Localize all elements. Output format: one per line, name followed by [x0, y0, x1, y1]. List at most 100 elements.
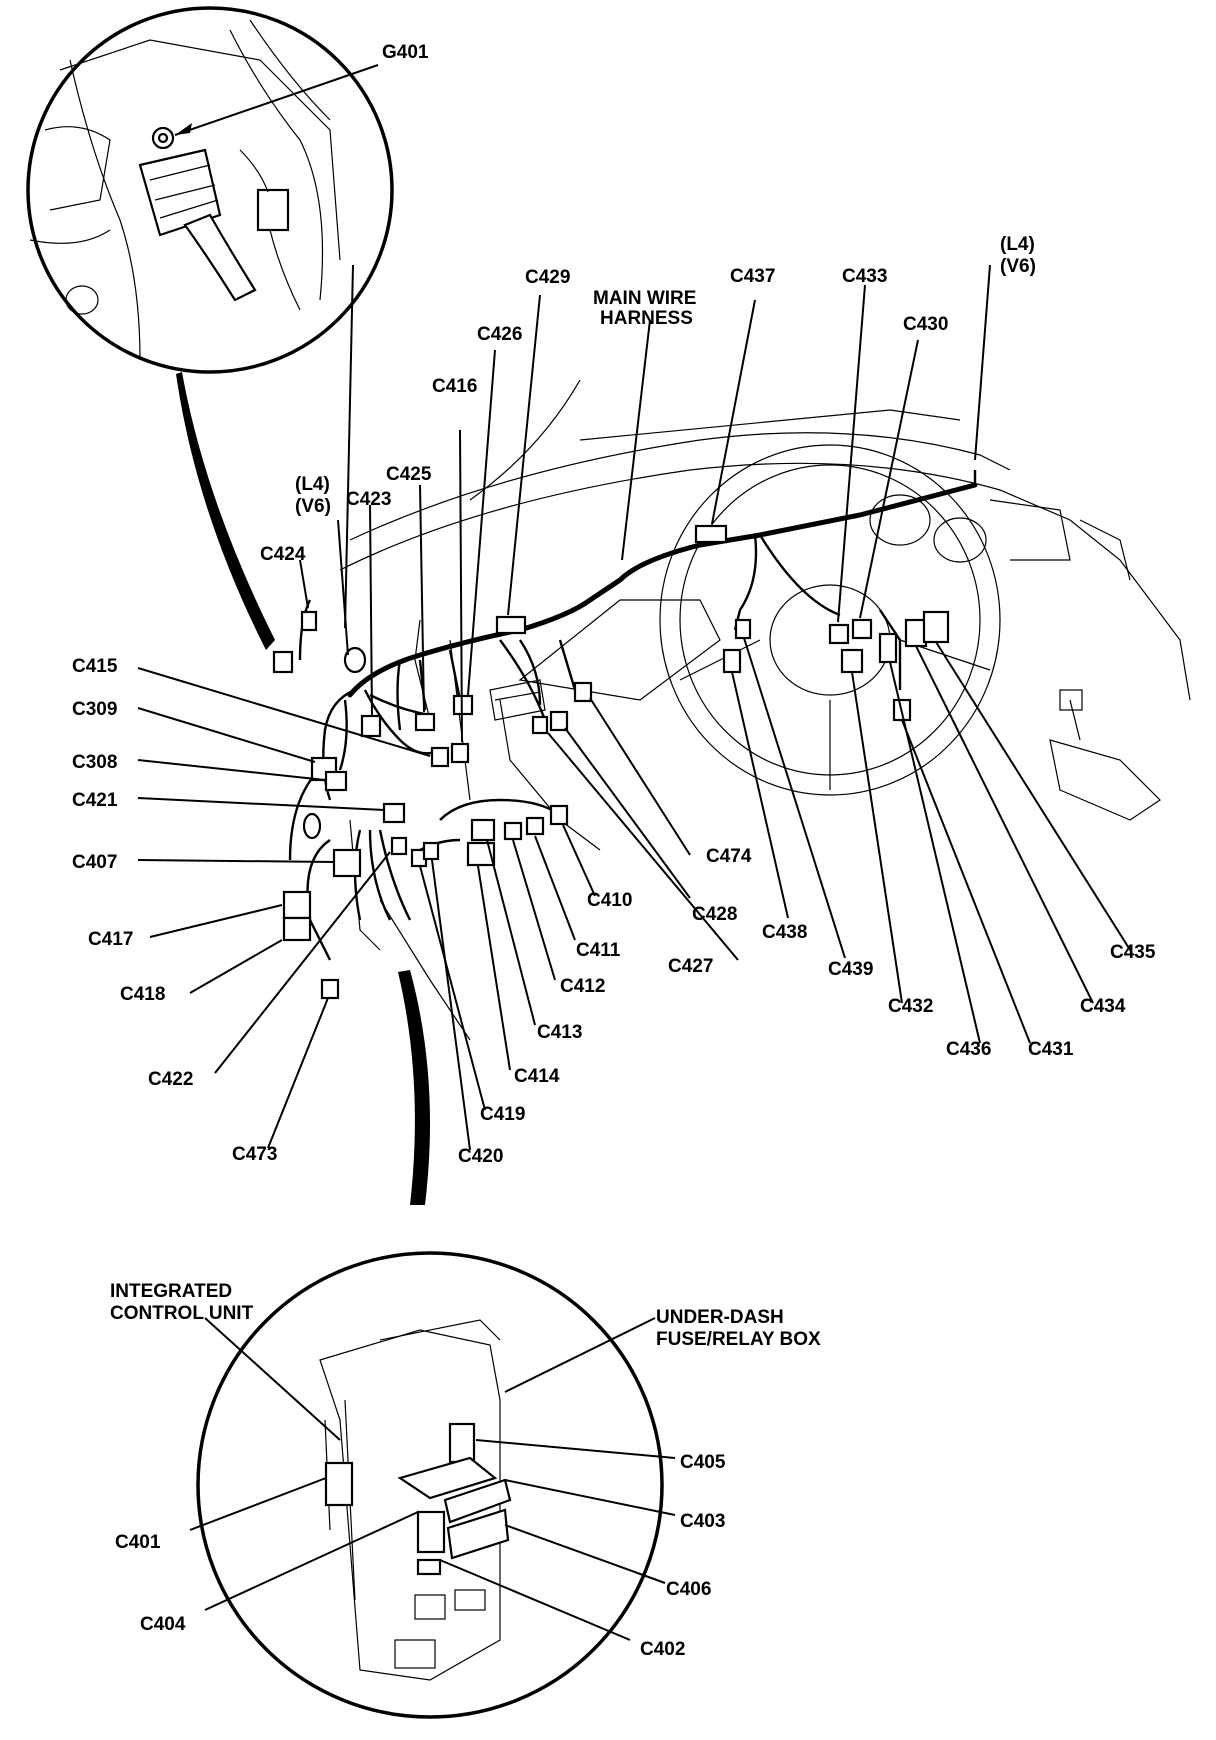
label-c410: C410 [587, 890, 632, 911]
connector-c405-body [448, 1422, 476, 1464]
connector-c410-body [549, 804, 569, 826]
label-c419: C419 [480, 1104, 525, 1125]
connectors [272, 524, 950, 1000]
connector-c430-body [851, 618, 873, 640]
connector-c407-body [332, 848, 362, 878]
label-l4-left: (L4) [295, 474, 330, 495]
fuse-box-inset [189, 1251, 676, 1719]
label-c431: C431 [1028, 1039, 1074, 1060]
label-c411: C411 [576, 940, 621, 961]
connector-c416b-body [450, 742, 470, 764]
label-c439: C439 [828, 959, 873, 980]
label-c428: C428 [692, 904, 737, 925]
label-c432: C432 [888, 996, 933, 1017]
connector-c429-body [495, 615, 527, 635]
label-icu-1: INTEGRATED [110, 1281, 232, 1302]
connector-c421-body [382, 802, 406, 824]
connector-c414-body [466, 841, 496, 867]
label-main-wire: MAIN WIRE [593, 288, 696, 309]
ground-detail-inset [26, 6, 394, 374]
label-c438: C438 [762, 922, 807, 943]
connector-c425-body [414, 712, 436, 732]
main-wire-harness [288, 470, 978, 961]
connector-c403-body [397, 1456, 498, 1500]
connector-c415b-body [430, 746, 450, 768]
connector-c406-body [446, 1508, 510, 1560]
label-c405: C405 [680, 1452, 726, 1473]
connector-c416-body [452, 694, 474, 716]
connector-c413-body [470, 818, 496, 842]
label-c433: C433 [842, 266, 887, 287]
label-c424: C424 [260, 544, 306, 565]
label-c427: C427 [668, 956, 713, 977]
label-c421: C421 [72, 790, 118, 811]
connector-c473-body [320, 978, 340, 1000]
label-c437: C437 [730, 266, 775, 287]
connector-c420-body [422, 841, 440, 861]
connector-c474-body [573, 681, 593, 703]
connector-c415-body [272, 650, 294, 674]
label-c414: C414 [514, 1066, 560, 1087]
label-c404: C404 [140, 1614, 186, 1635]
label-c415: C415 [72, 656, 118, 677]
label-icu-2: CONTROL UNIT [110, 1303, 254, 1324]
label-l4-top: (L4) [1000, 234, 1035, 255]
inset-link-top [176, 372, 275, 650]
label-c429: C429 [525, 267, 570, 288]
inset-link-bottom [398, 970, 430, 1205]
label-c426: C426 [477, 324, 522, 345]
connector-c435-body [922, 610, 950, 644]
label-c309: C309 [72, 699, 117, 720]
label-c308: C308 [72, 752, 117, 773]
label-c413: C413 [537, 1022, 582, 1043]
label-udf-1: UNDER-DASH [656, 1307, 784, 1328]
label-c402: C402 [640, 1639, 685, 1660]
connector-c412-body [503, 821, 523, 841]
label-c422: C422 [148, 1069, 193, 1090]
connector-c418-body [282, 916, 312, 942]
label-c420: C420 [458, 1146, 503, 1167]
label-udf-2: FUSE/RELAY BOX [656, 1329, 821, 1350]
connector-c437-body [694, 524, 728, 544]
connector-c432-body [840, 648, 864, 674]
connector-c417-body [282, 890, 312, 920]
leader-lines [137, 264, 1133, 1151]
label-g401: G401 [382, 42, 429, 63]
connector-c411-body [525, 816, 545, 836]
connector-c439-body [734, 618, 752, 640]
label-c418: C418 [120, 984, 165, 1005]
grommet [343, 646, 367, 674]
label-c412: C412 [560, 976, 605, 997]
connector-c438-body [722, 648, 742, 674]
label-c473: C473 [232, 1144, 277, 1165]
label-c403: C403 [680, 1511, 725, 1532]
label-v6-top: (V6) [1000, 256, 1036, 277]
connector-c404-body [416, 1510, 446, 1554]
connector-c433-body [828, 623, 850, 645]
connector-c424-body [300, 610, 318, 632]
label-v6-left: (V6) [295, 496, 331, 517]
label-c474: C474 [706, 846, 752, 867]
connector-c428-body [549, 710, 569, 732]
connector-c423-body [360, 714, 382, 738]
label-c417: C417 [88, 929, 133, 950]
connector-c436-body [878, 632, 898, 664]
label-c425: C425 [386, 464, 432, 485]
label-c434: C434 [1080, 996, 1126, 1017]
connector-c401-body [324, 1461, 354, 1507]
connector-c308-body [324, 770, 348, 792]
label-c436: C436 [946, 1039, 991, 1060]
label-c430: C430 [903, 314, 948, 335]
labels: (L4) (V6) C429 MAIN WIRE HARNESS C437 C4… [72, 234, 1156, 1660]
label-harness: HARNESS [600, 308, 693, 329]
connector-c422-body [390, 836, 408, 856]
connector-c402-body [416, 1558, 442, 1576]
label-c435: C435 [1110, 942, 1156, 963]
label-c416: C416 [432, 376, 477, 397]
label-c401: C401 [115, 1532, 161, 1553]
label-c423: C423 [346, 489, 391, 510]
label-c406: C406 [666, 1579, 711, 1600]
connector-c427-body [531, 715, 549, 735]
